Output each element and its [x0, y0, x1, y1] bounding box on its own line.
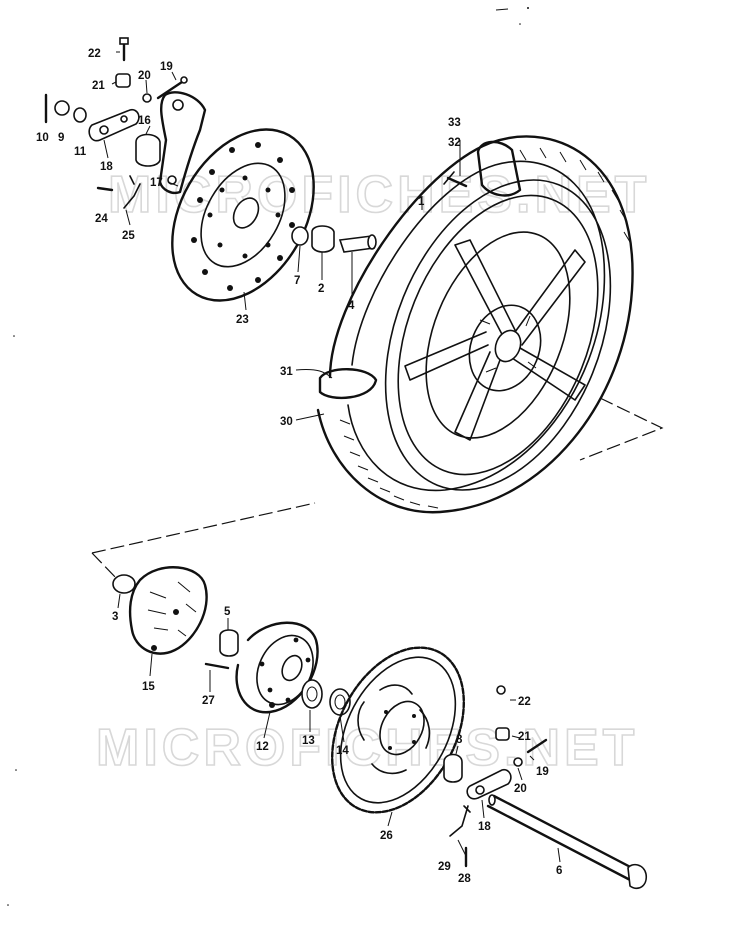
callout-22-top: 22: [88, 48, 101, 60]
callout-13: 13: [302, 735, 315, 747]
callout-11: 11: [74, 146, 87, 158]
callout-9: 9: [58, 132, 64, 144]
watermark-bottom: MICROFICHES.NET: [96, 719, 638, 777]
callout-21-top: 21: [92, 80, 105, 92]
callout-17: 17: [150, 177, 163, 189]
callout-30: 30: [280, 416, 293, 428]
top-left-fasteners: [44, 37, 188, 209]
lower-right-fasteners: [443, 685, 648, 890]
callout-23: 23: [236, 314, 249, 326]
callout-7: 7: [294, 275, 300, 287]
callout-18-top: 18: [100, 161, 113, 173]
rear-tire: [316, 135, 634, 514]
brake-disc: [171, 128, 315, 302]
watermark-top: MICROFICHES.NET: [108, 166, 650, 224]
callout-1: 1: [418, 196, 425, 208]
axle-spacer-parts: [291, 225, 377, 253]
caliper-bracket: [158, 91, 207, 195]
callout-19-top: 19: [160, 61, 173, 73]
leader-lines: [99, 51, 561, 863]
callout-15: 15: [142, 681, 155, 693]
callout-10: 10: [36, 132, 49, 144]
callout-8: 8: [456, 734, 463, 746]
callout-20-top: 20: [138, 70, 151, 82]
cush-drum-rubbers: [112, 566, 208, 655]
callout-26: 26: [380, 830, 393, 842]
callout-4: 4: [348, 300, 355, 312]
callout-20-bottom: 20: [514, 783, 527, 795]
assembly-reference-lines: [91, 397, 664, 581]
callout-24: 24: [95, 213, 108, 225]
callout-3: 3: [112, 611, 118, 623]
callout-12: 12: [256, 741, 269, 753]
valve-parts: [443, 171, 468, 188]
callout-16: 16: [138, 115, 151, 127]
callout-32: 32: [448, 137, 461, 149]
callout-28: 28: [458, 873, 471, 885]
rear-wheel-rim: [384, 179, 612, 491]
callout-29: 29: [438, 861, 451, 873]
callout-5: 5: [224, 606, 231, 618]
callout-31: 31: [280, 366, 293, 378]
callout-6: 6: [556, 865, 562, 877]
callout-19-bottom: 19: [536, 766, 549, 778]
callout-14: 14: [336, 745, 349, 757]
sprocket-carrier: [235, 621, 319, 714]
collar-and-bolt: [204, 629, 239, 670]
callout-18-bottom: 18: [478, 821, 491, 833]
callout-21-bottom: 21: [518, 731, 531, 743]
callout-33: 33: [448, 117, 461, 129]
callout-27: 27: [202, 695, 215, 707]
callout-25: 25: [122, 230, 135, 242]
callout-22-bottom: 22: [518, 696, 531, 708]
callout-2: 2: [318, 283, 324, 295]
part-callouts: 22 21 20 19 10 9 11 16 18 17 24 25 7 2 4…: [36, 48, 562, 885]
scan-specks: [7, 7, 529, 906]
